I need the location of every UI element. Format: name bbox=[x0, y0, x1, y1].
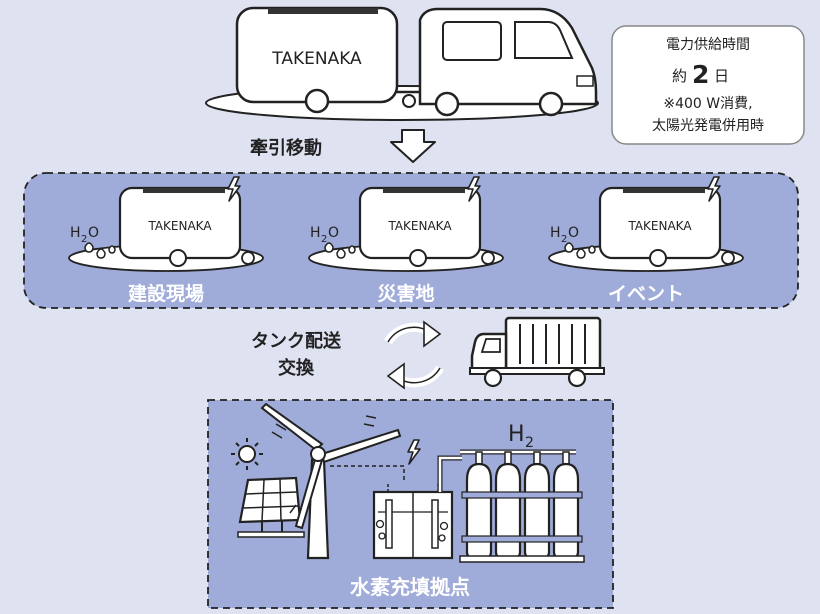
info-duration-value: 2 bbox=[692, 60, 709, 89]
tow-label: 牽引移動 bbox=[250, 137, 322, 159]
sun-icon bbox=[231, 438, 263, 470]
trailer-icon bbox=[235, 6, 420, 114]
h2-label-sub: 2 bbox=[525, 435, 534, 451]
h2o-label-2-main: H bbox=[310, 225, 321, 241]
h2o-label-1-main: H bbox=[70, 225, 81, 241]
site-3-brand: TAKENAKA bbox=[627, 219, 692, 233]
power-line bbox=[330, 465, 405, 482]
h2o-label-1-tail: O bbox=[88, 225, 99, 241]
h2-label-main: H bbox=[508, 422, 525, 447]
site-2-brand: TAKENAKA bbox=[387, 219, 452, 233]
tank-delivery-label: タンク配送 bbox=[251, 330, 342, 352]
cycle-arrows-icon bbox=[384, 320, 444, 390]
wind-turbine-icon bbox=[260, 402, 402, 560]
hydrogen-cylinders-icon bbox=[459, 449, 585, 563]
power-supply-info-box: 電力供給時間 約 2 日 ※400 W消費, 太陽光発電併用時 bbox=[611, 25, 805, 145]
site-disaster: TAKENAKA H 2 O bbox=[308, 176, 504, 272]
solar-panel-icon bbox=[237, 476, 305, 538]
info-title: 電力供給時間 bbox=[666, 37, 750, 53]
info-duration-prefix: 約 bbox=[672, 67, 687, 85]
trailer-brand: TAKENAKA bbox=[271, 49, 362, 69]
station-label: 水素充填拠点 bbox=[350, 575, 470, 599]
site-label-disaster: 災害地 bbox=[377, 282, 434, 305]
site-1-brand: TAKENAKA bbox=[147, 219, 212, 233]
h2o-label-3-main: H bbox=[550, 225, 561, 241]
info-duration-unit: 日 bbox=[714, 67, 729, 85]
tank-exchange-label: 交換 bbox=[278, 357, 315, 379]
site-event: TAKENAKA H 2 O bbox=[548, 176, 744, 272]
h2o-label-2-tail: O bbox=[328, 225, 339, 241]
site-label-construction: 建設現場 bbox=[128, 282, 204, 305]
h2o-label-2-sub: 2 bbox=[321, 234, 327, 245]
h2o-label-3-sub: 2 bbox=[561, 234, 567, 245]
tow-vehicle-illustration: TAKENAKA bbox=[205, 6, 599, 121]
info-note-line2: 太陽光発電併用時 bbox=[652, 118, 764, 134]
site-label-event: イベント bbox=[608, 283, 684, 305]
down-arrow-icon bbox=[390, 129, 436, 163]
electrolyzer-icon bbox=[372, 484, 454, 560]
delivery-truck-icon bbox=[469, 316, 605, 388]
site-construction: TAKENAKA H 2 O bbox=[68, 176, 264, 272]
info-note-line1: ※400 W消費, bbox=[663, 96, 752, 112]
truck-icon bbox=[418, 7, 598, 117]
h2o-label-3-tail: O bbox=[568, 225, 579, 241]
h2o-label-1-sub: 2 bbox=[81, 234, 87, 245]
